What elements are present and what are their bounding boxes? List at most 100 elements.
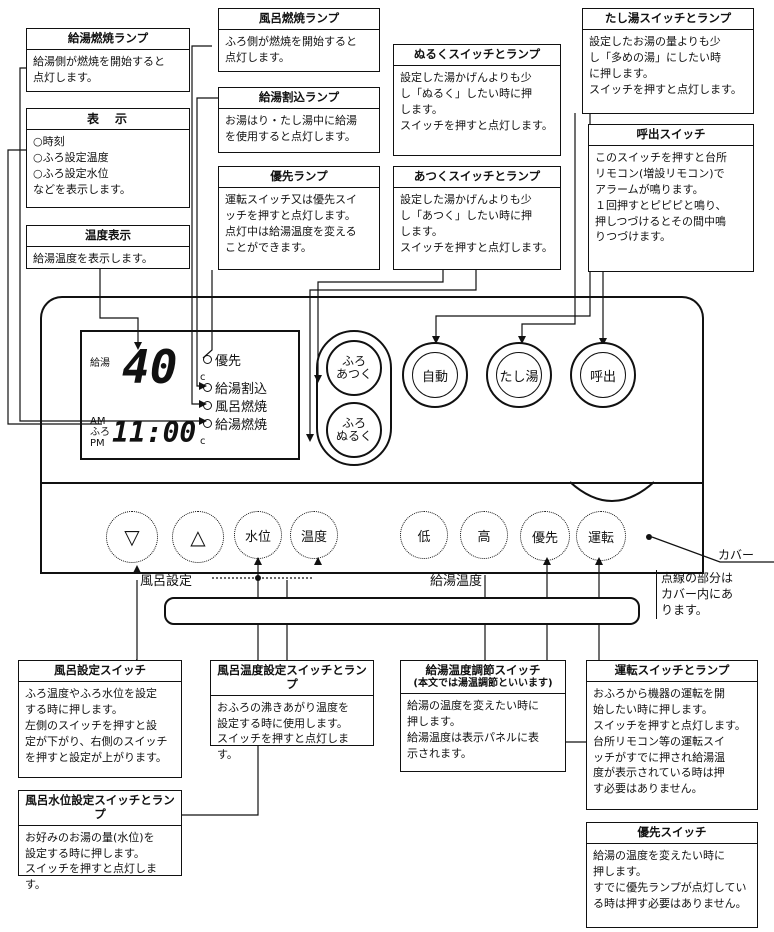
button-label: 高 <box>477 529 491 545</box>
lamp-dot <box>203 383 212 392</box>
kyuto-label: 給湯 <box>90 358 110 369</box>
box-title: 表 示 <box>27 109 189 131</box>
down-icon: ▽ <box>124 525 140 549</box>
unten-box: 運転スイッチとランプ おふろから機器の運転を開 始したい時に押します。 スイッチ… <box>586 660 758 810</box>
button-inner: 呼出 <box>580 352 626 398</box>
lcd-display: 給湯 40 c AM ふろ PM 11:00 c <box>80 330 300 460</box>
box-title: 風呂設定スイッチ <box>19 661 181 682</box>
box-body: 設定したお湯の量よりも少 し「多めの湯」にしたい時 に押します。 スイッチを押す… <box>589 34 742 96</box>
box-body: 設定した湯かげんよりも少 し「あつく」したい時に押 します。 スイッチを押すと点… <box>400 192 553 254</box>
box-title: たし湯スイッチとランプ <box>583 9 753 30</box>
box-body: 給湯の温度を変えたい時に 押します。 給湯温度は表示パネルに表 示されます。 <box>407 698 539 760</box>
panel-lip <box>164 597 640 625</box>
tashiyu-box: たし湯スイッチとランプ 設定したお湯の量よりも少 し「多めの湯」にしたい時 に押… <box>582 8 754 114</box>
yobidashi-button[interactable]: 呼出 <box>570 342 636 408</box>
leader-cover <box>651 536 774 563</box>
temperature-readout: 40 <box>122 340 178 394</box>
button-label: あつく <box>335 367 372 381</box>
button-label: 呼出 <box>589 369 616 385</box>
cover-label: カバー <box>718 548 755 562</box>
furo-ondo-box: 風呂温度設定スイッチとランプ おふろの沸きあがり温度を 設定する時に使用します。… <box>210 660 374 761</box>
furo-nensho-lamp-box: 風呂燃焼ランプ ふろ側が燃焼を開始すると 点灯します。 <box>218 8 380 72</box>
box-body: おふろの沸きあがり温度を 設定する時に使用します。 スイッチを押すと点灯します。 <box>217 700 349 762</box>
furo-nuruku-button[interactable]: ふろ ぬるく <box>326 402 382 458</box>
furo-adjust-capsule <box>316 330 392 466</box>
time-readout: 11:00 <box>112 416 197 449</box>
button-label: 優先 <box>531 530 558 546</box>
am-label: AM <box>90 416 106 427</box>
box-body: おふろから機器の運転を開 始したい時に押します。 スイッチを押すと点灯します。 … <box>593 686 746 796</box>
button-label: ぬるく <box>335 429 372 443</box>
button-label: 水位 <box>244 529 271 545</box>
furo-up-button[interactable]: △ <box>172 511 224 563</box>
box-body: お湯はり・たし湯中に給湯 を使用すると点灯します。 <box>225 113 357 143</box>
button-inner: 自動 <box>412 352 458 398</box>
lamp-dot <box>203 355 212 364</box>
tashiyu-button[interactable]: たし湯 <box>486 342 552 408</box>
button-label: ふろ <box>341 415 366 430</box>
cover-note: 点線の部分は カバー内にあ ります。 <box>656 570 772 619</box>
jido-button[interactable]: 自動 <box>402 342 468 408</box>
box-body: ふろ側が燃焼を開始すると 点灯します。 <box>225 34 357 64</box>
leader-hyoji <box>7 149 102 425</box>
lamp-dot <box>203 401 212 410</box>
suii-button[interactable]: 水位 <box>234 511 282 559</box>
box-body: お好みのお湯の量(水位)を 設定する時に押します。 スイッチを押すと点灯します。 <box>25 830 157 892</box>
box-title: ぬるくスイッチとランプ <box>394 45 560 66</box>
leader-furo-settei <box>136 580 138 661</box>
ondo-hyoji-box: 温度表示 給湯温度を表示します。 <box>26 225 190 269</box>
kyuto-warikomi-lamp-box: 給湯割込ランプ お湯はり・たし湯中に給湯 を使用すると点灯します。 <box>218 87 380 153</box>
box-body: ○時刻 ○ふろ設定温度 ○ふろ設定水位 などを表示します。 <box>33 135 131 197</box>
box-title: 風呂温度設定スイッチとランプ <box>211 661 373 696</box>
temp-unit: c <box>200 372 206 383</box>
button-inner: たし湯 <box>496 352 542 398</box>
leader-furo-nensho <box>191 45 212 405</box>
yusen-switch-box: 優先スイッチ 給湯の温度を変えたい時に 押します。 すでに優先ランプが点灯してい… <box>586 822 758 928</box>
leader-atsuku <box>317 270 444 378</box>
box-body: このスイッチを押すと台所 リモコン(増設リモコン)で アラームが鳴ります。 １回… <box>595 150 727 244</box>
box-title-main: 給湯温度調節スイッチ <box>425 663 541 677</box>
time-unit: c <box>200 436 206 447</box>
yobidashi-box: 呼出スイッチ このスイッチを押すと台所 リモコン(増設リモコン)で アラームが鳴… <box>588 124 754 272</box>
box-title: 温度表示 <box>27 226 189 247</box>
furo-suii-box: 風呂水位設定スイッチとランプ お好みのお湯の量(水位)を 設定する時に押します。… <box>18 790 182 891</box>
box-body: 給湯側が燃焼を開始すると 点灯します。 <box>33 54 165 84</box>
box-body: 給湯温度を表示します。 <box>33 251 153 265</box>
furo-label: ふろ <box>90 427 110 438</box>
box-title: 風呂水位設定スイッチとランプ <box>19 791 181 826</box>
box-title: 優先ランプ <box>219 167 379 188</box>
box-title: 呼出スイッチ <box>589 125 753 146</box>
up-icon: △ <box>190 525 206 549</box>
button-label: たし湯 <box>499 369 539 385</box>
lamp-kyuto-warikomi: 給湯割込 <box>203 378 267 397</box>
box-title: 風呂燃焼ランプ <box>219 9 379 30</box>
button-label: 自動 <box>421 369 448 385</box>
box-body: 運転スイッチ又は優先スイ ッチを押すと点灯します。 点灯中は給湯温度を変える こ… <box>225 192 357 254</box>
furo-down-button[interactable]: ▽ <box>106 511 158 563</box>
kyuto-low-button[interactable]: 低 <box>400 511 448 559</box>
yusen-button[interactable]: 優先 <box>520 511 570 561</box>
hyoji-box: 表 示 ○時刻 ○ふろ設定温度 ○ふろ設定水位 などを表示します。 <box>26 108 190 208</box>
yusen-lamp-box: 優先ランプ 運転スイッチ又は優先スイ ッチを押すと点灯します。 点灯中は給湯温度… <box>218 166 380 270</box>
unten-button[interactable]: 運転 <box>576 511 626 561</box>
lamp-label: 給湯燃焼 <box>215 418 268 433</box>
leader-tashiyu <box>521 113 576 340</box>
ondo-button[interactable]: 温度 <box>290 511 338 559</box>
kyuto-high-button[interactable]: 高 <box>460 511 508 559</box>
box-title: あつくスイッチとランプ <box>394 167 560 188</box>
furo-atsuku-button[interactable]: ふろ あつく <box>326 340 382 396</box>
box-title: 給湯割込ランプ <box>219 88 379 109</box>
atsuku-box: あつくスイッチとランプ 設定した湯かげんよりも少 し「あつく」したい時に押 しま… <box>393 166 561 270</box>
kyuto-chosetsu-box: 給湯温度調節スイッチ(本文では湯温調節といいます) 給湯の温度を変えたい時に 押… <box>400 660 566 772</box>
lamp-dot <box>203 419 212 428</box>
remote-panel-upper <box>40 296 704 482</box>
lamp-label: 優先 <box>215 354 242 369</box>
kyuto-nensho-lamp-box: 給湯燃焼ランプ 給湯側が燃焼を開始すると 点灯します。 <box>26 28 190 92</box>
button-label: 低 <box>417 529 431 545</box>
box-body: 給湯の温度を変えたい時に 押します。 すでに優先ランプが点灯してい る時は押す必… <box>593 848 747 910</box>
lamp-kyuto-nensho: 給湯燃焼 <box>203 414 267 433</box>
lamp-label: 風呂燃焼 <box>215 400 268 415</box>
furo-settei-label: 風呂設定 <box>140 574 193 589</box>
kyuto-ondo-label: 給湯温度 <box>430 574 483 589</box>
lamp-label: 給湯割込 <box>215 382 268 397</box>
